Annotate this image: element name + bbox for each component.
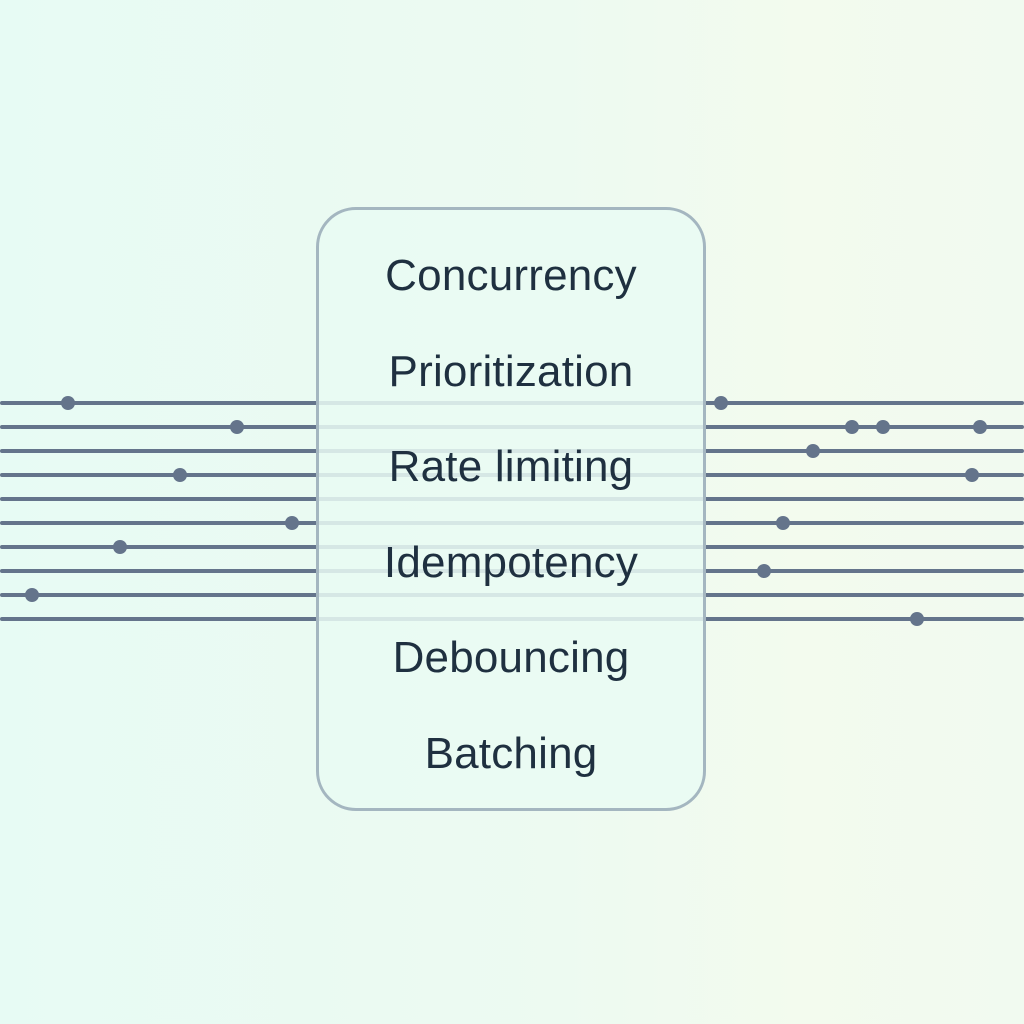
- event-dot: [845, 420, 859, 434]
- list-item: Batching: [424, 728, 598, 778]
- event-dot: [285, 516, 299, 530]
- event-dot: [61, 396, 75, 410]
- event-dot: [965, 468, 979, 482]
- list-item: Concurrency: [385, 251, 637, 300]
- event-dot: [25, 588, 39, 602]
- event-dot: [230, 420, 244, 434]
- event-dot: [806, 444, 820, 458]
- event-dot: [113, 540, 127, 554]
- list-item: Prioritization: [388, 346, 634, 396]
- event-dot: [757, 564, 771, 578]
- event-dot: [173, 468, 187, 482]
- list-item: Debouncing: [392, 633, 630, 683]
- event-dot: [714, 396, 728, 410]
- event-dot: [876, 420, 890, 434]
- event-dot: [910, 612, 924, 626]
- list-item: Rate limiting: [388, 442, 634, 492]
- list-item: Idempotency: [383, 537, 639, 587]
- event-dot: [973, 420, 987, 434]
- event-dot: [776, 516, 790, 530]
